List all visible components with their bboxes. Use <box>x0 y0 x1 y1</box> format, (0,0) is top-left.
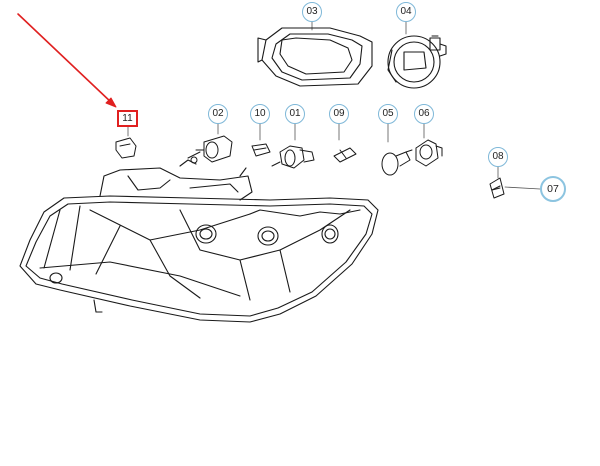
callout-05[interactable]: 05 <box>378 104 398 124</box>
bracket-part-11 <box>115 137 137 159</box>
callout-08[interactable]: 08 <box>488 147 508 167</box>
headlamp-housing <box>19 159 379 323</box>
callout-06[interactable]: 06 <box>414 104 434 124</box>
bulb-cap-part-04 <box>387 35 447 89</box>
callout-02[interactable]: 02 <box>208 104 228 124</box>
callout-11[interactable]: 11 <box>117 110 138 127</box>
wedge-bulb-part-09 <box>333 147 357 163</box>
screw-part-07 <box>491 187 501 191</box>
signal-bulb-part-05 <box>381 149 413 176</box>
callout-01[interactable]: 01 <box>285 104 305 124</box>
bulb-holder-part-06 <box>415 139 443 167</box>
bulb-part-01 <box>271 145 315 169</box>
rear-cover-part-03 <box>257 27 373 87</box>
callout-07[interactable]: 07 <box>540 176 566 202</box>
callout-03[interactable]: 03 <box>302 2 322 22</box>
socket-part-02 <box>187 135 233 164</box>
pointer-arrow <box>17 13 117 108</box>
callout-09[interactable]: 09 <box>329 104 349 124</box>
leader-lines <box>127 21 541 190</box>
nut-clip-part-08 <box>489 177 505 199</box>
callout-10[interactable]: 10 <box>250 104 270 124</box>
callout-04[interactable]: 04 <box>396 2 416 22</box>
clip-part-10 <box>251 143 271 157</box>
